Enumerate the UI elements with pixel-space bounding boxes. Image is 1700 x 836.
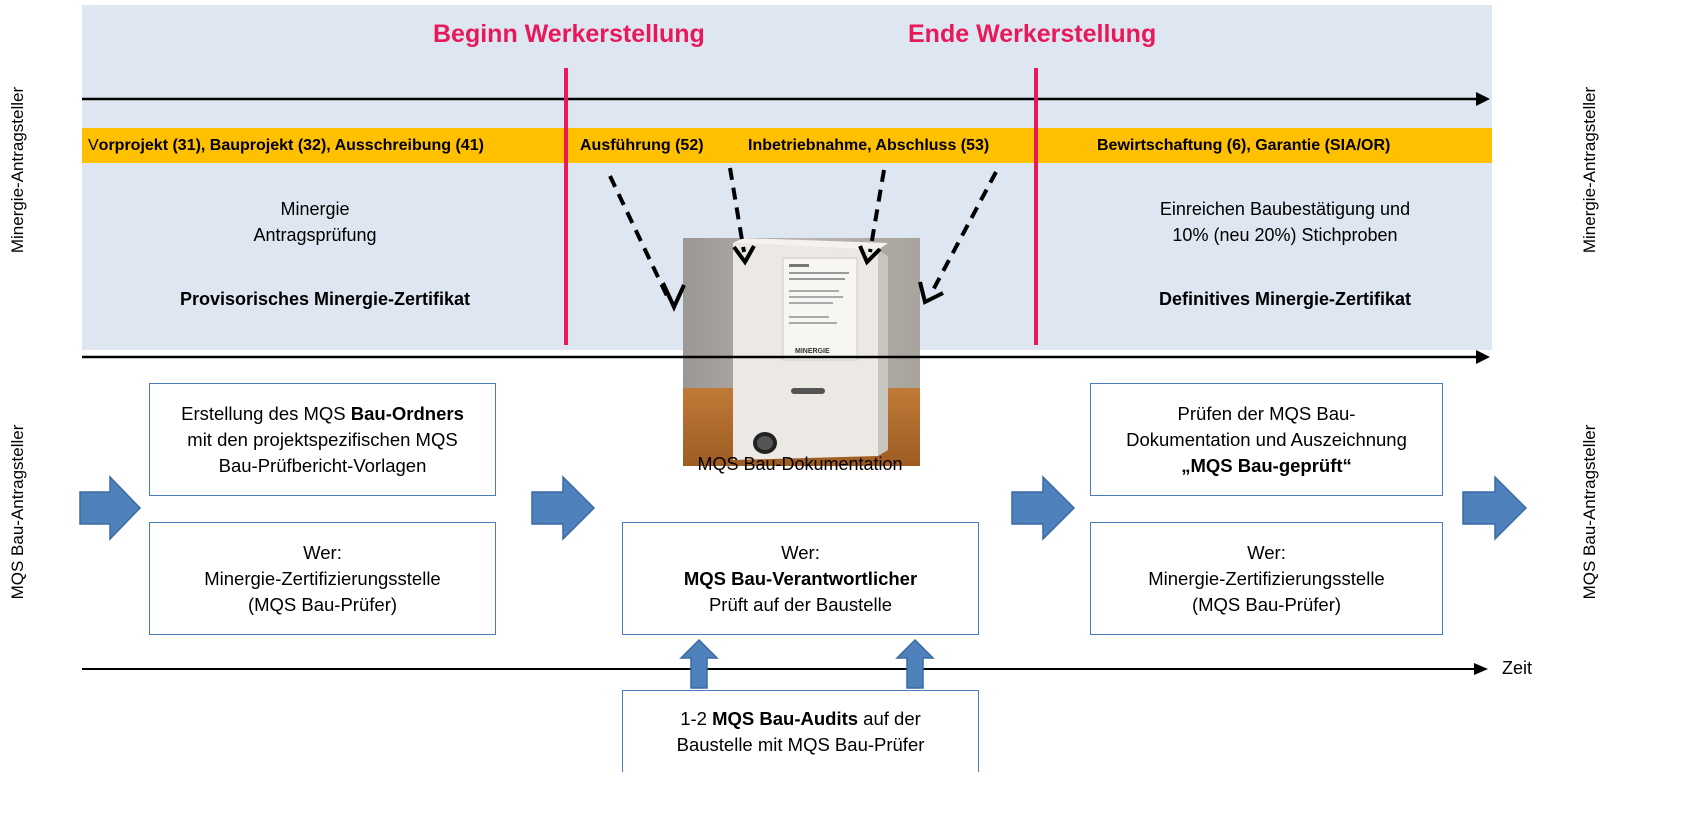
side-label-bottom-right: MQS Bau-Antragsteller [1580, 424, 1599, 600]
timeline-bottom-arrowhead [1474, 663, 1488, 675]
side-label-bottom-left: MQS Bau-Antragsteller [8, 424, 27, 600]
heading-ende-werkerstellung: Ende Werkerstellung [908, 20, 1157, 48]
baubestaetigung-text: Einreichen Baubestätigung und 10% (neu 2… [1159, 199, 1411, 245]
provisorisches-zertifikat: Provisorisches Minergie-Zertifikat [179, 289, 471, 309]
block-arrow-1 [79, 475, 142, 541]
up-arrow-2 [895, 638, 935, 689]
phase-ausfuehrung: Ausführung (52) [580, 137, 704, 154]
axis-time-label: Zeit [1502, 658, 1533, 678]
phase-inbetriebnahme: Inbetriebnahme, Abschluss (53) [748, 137, 990, 154]
box-wer-right: Wer: Minergie-Zertifizierungsstelle (MQS… [1090, 522, 1443, 635]
minergie-pruefung-text: Minergie Antragsprüfung [253, 199, 377, 245]
phase-band [82, 128, 1492, 163]
block-arrow-2 [531, 475, 596, 541]
box-wer-left: Wer: Minergie-Zertifizierungsstelle (MQS… [149, 522, 496, 635]
svg-text:MINERGIE: MINERGIE [795, 348, 830, 355]
definitives-zertifikat: Definitives Minergie-Zertifikat [1158, 289, 1412, 309]
box-pruefen: Prüfen der MQS Bau- Dokumentation und Au… [1090, 383, 1443, 496]
timeline-middle-arrowhead [1476, 350, 1490, 364]
side-label-top-left: Minergie-Antragsteller [8, 86, 27, 254]
box-bau-ordner: Erstellung des MQS Bau-Ordners mit den p… [149, 383, 496, 496]
phase-bewirtschaftung: Bewirtschaftung (6), Garantie (SIA/OR) [1097, 137, 1391, 154]
side-label-top-right: Minergie-Antragsteller [1580, 86, 1599, 254]
block-arrow-4 [1462, 475, 1528, 541]
box-audits: 1-2 MQS Bau-Audits auf der Baustelle mit… [622, 690, 979, 772]
box-wer-center: Wer: MQS Bau-Verantwortlicher Prüft auf … [622, 522, 979, 635]
binder-photo: MINERGIE [683, 238, 920, 466]
heading-begin-werkerstellung: Beginn Werkerstellung [433, 20, 705, 48]
photo-caption: MQS Bau-Dokumentation [697, 454, 903, 474]
block-arrow-3 [1011, 475, 1076, 541]
up-arrow-1 [679, 638, 719, 689]
phase-vorprojekt: Vorprojekt (31), Bauprojekt (32), Aussch… [88, 137, 484, 154]
